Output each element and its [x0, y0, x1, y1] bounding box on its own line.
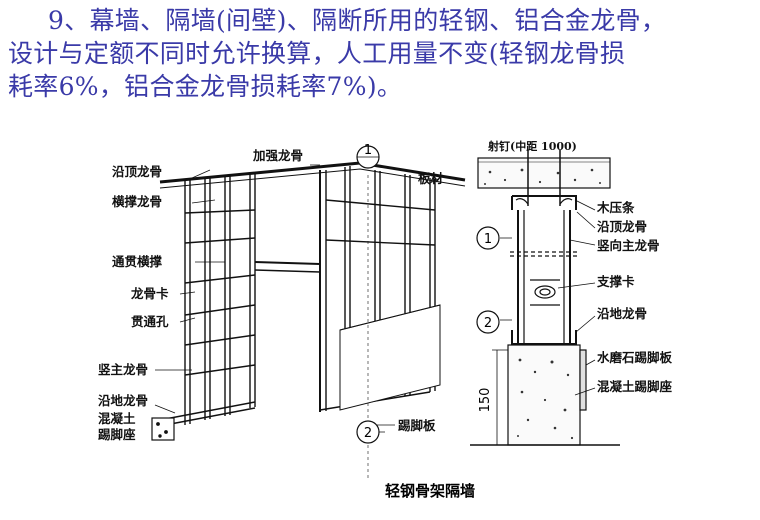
callout-1-right: 1	[476, 226, 500, 250]
callout-2-label: 2	[364, 426, 372, 441]
figure-caption: 轻钢骨架隔墙	[385, 482, 475, 500]
label-nail-spacing: 射钉(中距 1000)	[487, 139, 577, 153]
callout-2-right: 2	[476, 310, 500, 334]
label-vertical-stud: 竖主龙骨	[98, 362, 148, 377]
label-floor-track-right: 沿地龙骨	[596, 306, 647, 321]
left-frame-diagram	[151, 161, 466, 480]
description-paragraph: 9、幕墙、隔墙(间壁)、隔断所用的轻钢、铝合金龙骨， 设计与定额不同时允许换算，…	[8, 4, 756, 103]
label-brace-card: 支撑卡	[596, 274, 635, 289]
label-stud-clip: 龙骨卡	[130, 286, 169, 301]
paragraph-line-2: 设计与定额不同时允许换算，人工用量不变(轻钢龙骨损	[8, 39, 626, 68]
callout-2-right-label: 2	[484, 316, 492, 331]
label-terrazzo: 水磨石踢脚板	[597, 350, 673, 365]
label-concrete-1: 混凝土	[98, 411, 136, 426]
paragraph-line-3: 耗率6%，铝合金龙骨损耗率7%)。	[8, 72, 403, 101]
label-through-brace: 通贯横撑	[112, 254, 163, 269]
label-through-hole: 贯通孔	[131, 314, 169, 329]
label-wood-strip: 木压条	[596, 200, 635, 215]
label-vertical-main: 竖向主龙骨	[597, 238, 660, 253]
label-horizontal-brace: 横撑龙骨	[112, 194, 162, 209]
paragraph-line-1: 9、幕墙、隔墙(间壁)、隔断所用的轻钢、铝合金龙骨，	[48, 6, 667, 35]
callout-1-label: 1	[364, 143, 372, 158]
dimension-150: 150	[478, 388, 493, 413]
callout-2-left: 2	[356, 420, 380, 444]
label-concrete-2: 踢脚座	[98, 427, 136, 442]
callout-1-left: 1	[356, 143, 380, 169]
label-concrete-base: 混凝土踢脚座	[597, 379, 673, 394]
label-floor-track: 沿地龙骨	[97, 393, 148, 408]
label-reinforce-stud: 加强龙骨	[252, 148, 303, 163]
label-top-track: 沿顶龙骨	[111, 164, 162, 179]
label-top-track-right: 沿顶龙骨	[596, 219, 647, 234]
right-section-diagram	[470, 150, 620, 446]
label-skirting-board: 踢脚板	[398, 418, 436, 433]
label-board: 板材	[418, 171, 444, 186]
callout-1-right-label: 1	[484, 232, 492, 247]
